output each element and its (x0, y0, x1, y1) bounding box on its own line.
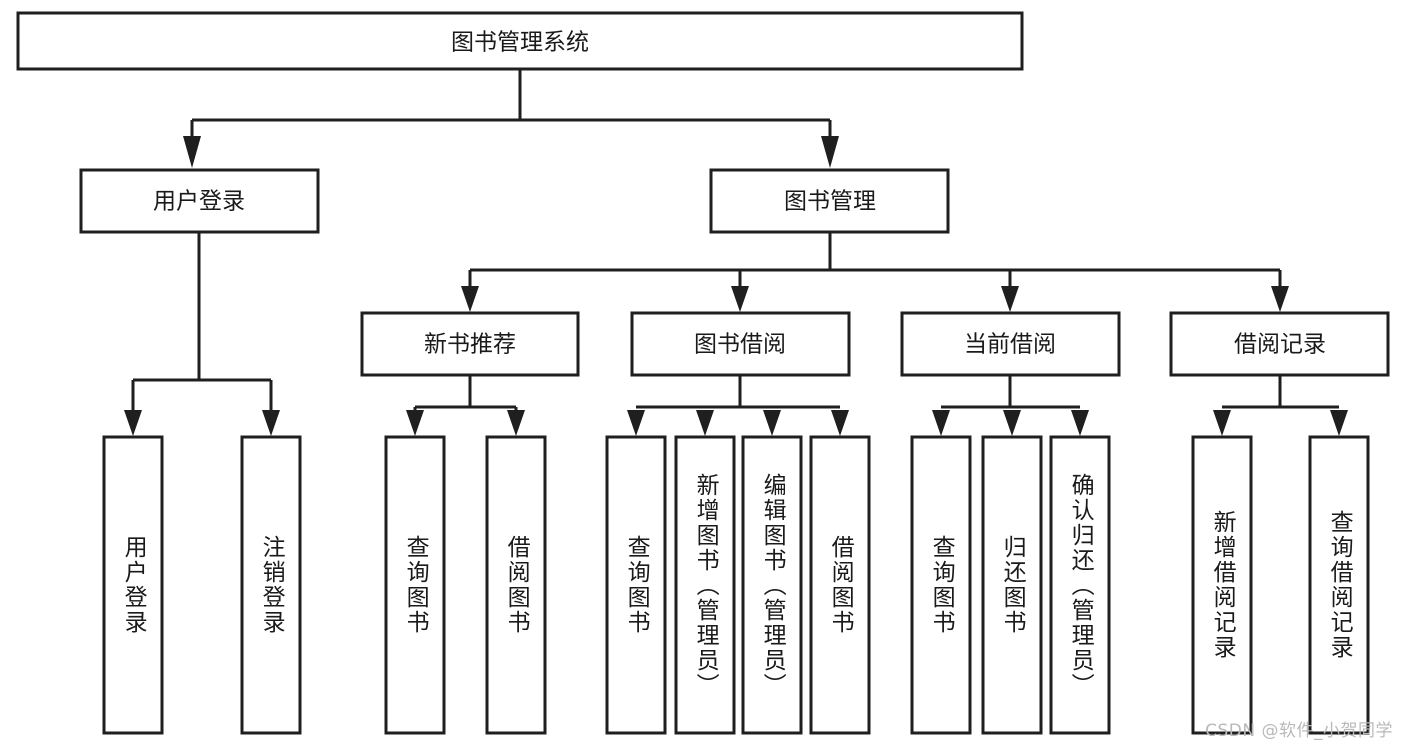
csdn-watermark: CSDN @软件_小贺同学 (1205, 721, 1393, 741)
node-root[interactable]: 图书管理系统 (16, 11, 1024, 71)
node-borrow-record[interactable]: 借阅记录 (1169, 311, 1390, 377)
arrow-head-leaf-confirm-return (1071, 410, 1089, 436)
node-borrow-record-box[interactable] (1169, 311, 1390, 377)
node-book-manage-label: 图书管理 (784, 189, 876, 215)
arrow-head-leaf-query-book-2 (627, 410, 645, 436)
arrow-head-leaf-borrow-book-2 (831, 410, 849, 436)
node-root-label: 图书管理系统 (451, 30, 589, 56)
connector-group-book-borrow (627, 375, 849, 436)
arrow-head-leaf-logout (262, 410, 280, 436)
arrow-head-leaf-edit-book (763, 410, 781, 436)
node-leaf-logout-box[interactable] (240, 435, 302, 735)
connector-group-book-manage (461, 232, 1289, 312)
arrow-head-current-borrow (1001, 286, 1019, 312)
node-leaf-confirm-return-box[interactable] (1049, 435, 1111, 735)
arrow-head-leaf-query-book-1 (406, 410, 424, 436)
node-current-borrow[interactable]: 当前借阅 (900, 311, 1121, 377)
leaf-boxes (102, 435, 1370, 735)
node-leaf-query-book-3-box[interactable] (910, 435, 972, 735)
node-user-login[interactable]: 用户登录 (79, 168, 320, 234)
arrow-head-book-manage (821, 136, 839, 168)
arrow-head-borrow-record (1271, 286, 1289, 312)
arrow-head-new-book-rec (461, 286, 479, 312)
node-borrow-record-label: 借阅记录 (1234, 332, 1326, 358)
node-current-borrow-box[interactable] (900, 311, 1121, 377)
arrow-head-leaf-borrow-book-1 (507, 410, 525, 436)
node-new-book-rec-box[interactable] (360, 311, 580, 377)
node-book-manage-box[interactable] (709, 168, 950, 234)
node-book-borrow-box[interactable] (630, 311, 851, 377)
arrow-head-book-borrow (731, 286, 749, 312)
node-leaf-query-book-2-box[interactable] (605, 435, 667, 735)
node-leaf-add-record-box[interactable] (1191, 435, 1253, 735)
node-leaf-edit-book-box[interactable] (741, 435, 803, 735)
connector-group-root (183, 69, 839, 168)
arrow-head-leaf-add-record (1213, 410, 1231, 436)
node-current-borrow-label: 当前借阅 (964, 332, 1056, 358)
node-new-book-rec[interactable]: 新书推荐 (360, 311, 580, 377)
node-user-login-label: 用户登录 (153, 189, 245, 215)
arrow-head-leaf-user-login (124, 410, 142, 436)
connector-group-borrow-record (1213, 375, 1348, 436)
node-leaf-borrow-book-2-box[interactable] (809, 435, 871, 735)
node-root-box[interactable] (16, 11, 1024, 71)
arrow-head-leaf-add-book (696, 410, 714, 436)
node-new-book-rec-label: 新书推荐 (424, 332, 516, 358)
connector-group-user-login (124, 232, 280, 436)
node-book-borrow-label: 图书借阅 (694, 332, 786, 358)
connector-group-new-book-rec (406, 375, 525, 436)
arrow-head-leaf-query-book-3 (932, 410, 950, 436)
arrow-head-leaf-return-book (1003, 410, 1021, 436)
connector-group-current-borrow (932, 375, 1089, 436)
arrow-head-user-login (183, 136, 201, 168)
node-leaf-query-record-box[interactable] (1308, 435, 1370, 735)
node-book-manage[interactable]: 图书管理 (709, 168, 950, 234)
node-book-borrow[interactable]: 图书借阅 (630, 311, 851, 377)
node-leaf-add-book-box[interactable] (674, 435, 736, 735)
node-leaf-query-book-1-box[interactable] (384, 435, 446, 735)
arrow-head-leaf-query-record (1330, 410, 1348, 436)
node-leaf-borrow-book-1-box[interactable] (485, 435, 547, 735)
node-leaf-user-login-box[interactable] (102, 435, 164, 735)
node-user-login-box[interactable] (79, 168, 320, 234)
node-leaf-return-book-box[interactable] (981, 435, 1043, 735)
